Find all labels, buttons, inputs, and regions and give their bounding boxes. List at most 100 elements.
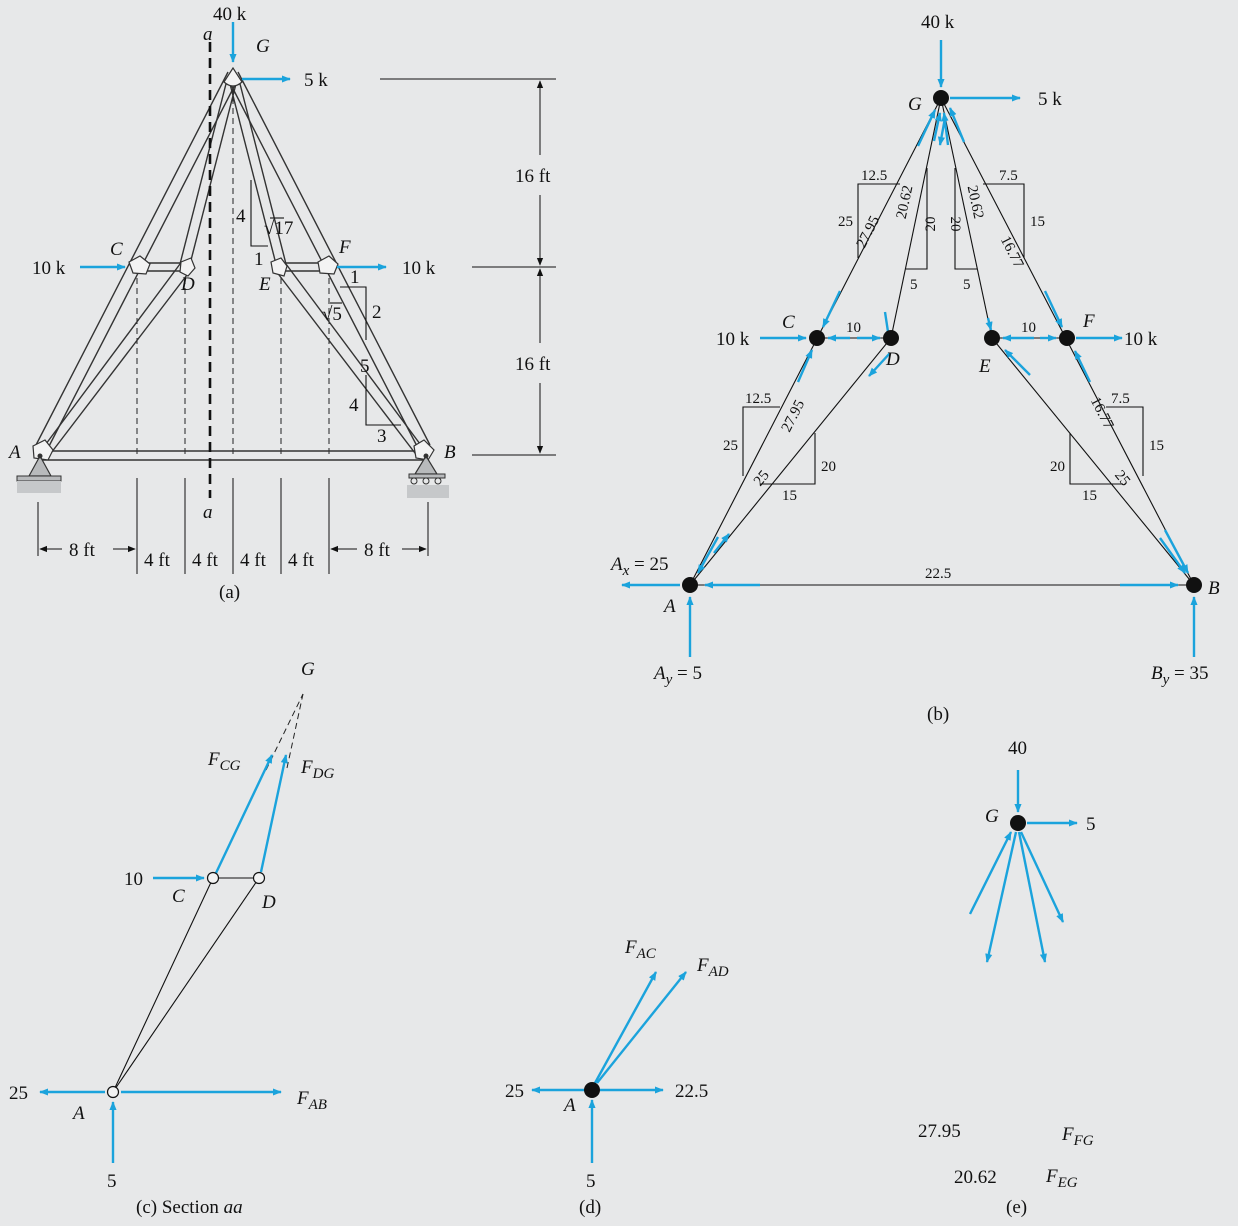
force-value-ac: 27.95: [779, 398, 809, 435]
joint-label-a: A: [7, 442, 21, 463]
load-label-g-vertical: 40 k: [921, 12, 955, 33]
caption-a: (a): [219, 582, 240, 603]
slope-triangle-inner: 4 1 √17: [236, 180, 293, 270]
force-value-eg: 20.62: [964, 184, 987, 220]
force-arrow-fdg: [259, 754, 288, 873]
load-label-f: 10 k: [402, 258, 436, 279]
svg-text:4 ft: 4 ft: [288, 550, 315, 571]
reaction-ax: Ax = 25: [609, 554, 669, 579]
force-arrow-fad: [596, 971, 687, 1084]
fbd-joint-nodes: [682, 90, 1202, 593]
value-dg: 20.62: [954, 1167, 997, 1188]
value-right: 5: [1086, 814, 1096, 835]
component-eg-h: 5: [963, 277, 971, 293]
load-label-g-vertical: 40 k: [213, 4, 247, 25]
component-eg-v: 20: [947, 217, 963, 232]
svg-text:4 ft: 4 ft: [144, 550, 171, 571]
svg-text:4: 4: [349, 395, 359, 416]
diagram-e: G 40 5 27.95 20.62 FFG FEG (e): [918, 738, 1096, 1218]
svg-text:√17: √17: [264, 218, 293, 239]
caption-b: (b): [927, 704, 949, 725]
force-arrow-fac: [593, 971, 658, 1084]
caption-d: (d): [579, 1197, 601, 1218]
component-be-v: 20: [1050, 459, 1065, 475]
fbd-members: [689, 97, 1195, 586]
joint-label-e: E: [978, 356, 991, 377]
load-label-c: 10 k: [32, 258, 66, 279]
svg-text:3: 3: [377, 426, 387, 447]
joint-label-g: G: [256, 36, 270, 57]
svg-text:5: 5: [360, 356, 370, 377]
component-be-h: 15: [1082, 488, 1097, 504]
joint-label-b: B: [1208, 578, 1220, 599]
label-fad: FAD: [696, 955, 729, 980]
value-load-c: 10: [124, 869, 143, 890]
value-left: 25: [505, 1081, 524, 1102]
label-fdg: FDG: [300, 757, 334, 782]
caption-e: (e): [1006, 1197, 1027, 1218]
reaction-ay: Ay = 5: [652, 663, 702, 688]
gusset-plates: [32, 66, 435, 461]
reaction-by: By = 35: [1151, 663, 1209, 688]
component-rectangles: [742, 168, 1144, 485]
joint-label-e: E: [258, 274, 271, 295]
joint-label-g: G: [908, 94, 922, 115]
component-fg-v: 15: [1030, 214, 1045, 230]
label-a: A: [71, 1103, 85, 1124]
value-up: 5: [586, 1171, 596, 1192]
component-cg-v: 25: [838, 214, 853, 230]
joint-label-a: A: [662, 596, 676, 617]
label-c: C: [172, 886, 185, 907]
value-cg: 27.95: [918, 1121, 961, 1142]
component-cg-h: 12.5: [861, 168, 887, 184]
label-g: G: [301, 659, 315, 680]
component-ac-h: 12.5: [745, 391, 771, 407]
truss-members: [35, 71, 431, 461]
label-fcg: FCG: [207, 749, 241, 774]
diagram-a: a a 40 k G 5 k 10 k 10 k C D E F A B 4 1…: [7, 4, 556, 603]
value-right: 22.5: [675, 1081, 708, 1102]
svg-text:1: 1: [350, 267, 360, 288]
svg-text:16 ft: 16 ft: [515, 166, 551, 187]
force-value-ef: 10: [1021, 320, 1036, 336]
force-arrow-dg: [985, 831, 1018, 963]
svg-text:8 ft: 8 ft: [69, 540, 96, 561]
external-load-arrows: [621, 40, 1198, 657]
component-dg-h: 5: [910, 277, 918, 293]
component-ad-v: 20: [821, 459, 836, 475]
force-value-fg: 16.77: [997, 234, 1027, 272]
pin-support-a: [16, 453, 62, 493]
svg-text:4: 4: [236, 206, 246, 227]
joint-label-b: B: [444, 442, 456, 463]
label-d: D: [261, 892, 276, 913]
component-fg-h: 7.5: [999, 168, 1018, 184]
node-g: [1010, 815, 1026, 831]
component-ad-h: 15: [782, 488, 797, 504]
load-label-f: 10 k: [1124, 329, 1158, 350]
svg-text:8 ft: 8 ft: [364, 540, 391, 561]
joint-label-c: C: [110, 239, 123, 260]
component-bf-h: 7.5: [1111, 391, 1130, 407]
force-arrow-eg: [1017, 831, 1047, 963]
label-fab: FAB: [296, 1088, 327, 1113]
value-ax: 25: [9, 1083, 28, 1104]
diagram-b: 40 k 5 k 10 k 10 k G C D E F A B Ax = 25…: [609, 12, 1220, 725]
joint-label-f: F: [338, 237, 351, 258]
label-ffg: FFG: [1061, 1124, 1094, 1149]
load-label-g-horizontal: 5 k: [1038, 89, 1062, 110]
svg-text:1: 1: [254, 249, 264, 270]
value-ay: 5: [107, 1171, 117, 1192]
joint-label-f: F: [1082, 311, 1095, 332]
load-label-c: 10 k: [716, 329, 750, 350]
force-value-ab: 22.5: [925, 566, 951, 582]
svg-text:4 ft: 4 ft: [240, 550, 267, 571]
component-dg-v: 20: [923, 217, 939, 232]
diagram-d: A FAC FAD 25 22.5 5 (d): [505, 937, 729, 1218]
joint-label-d: D: [885, 349, 900, 370]
force-value-dg: 20.62: [894, 184, 917, 220]
node-c: [206, 871, 220, 885]
label-a: A: [562, 1095, 576, 1116]
slope-triangle-outer: 1 2 √5: [322, 267, 382, 340]
joint-label-d: D: [180, 274, 195, 295]
